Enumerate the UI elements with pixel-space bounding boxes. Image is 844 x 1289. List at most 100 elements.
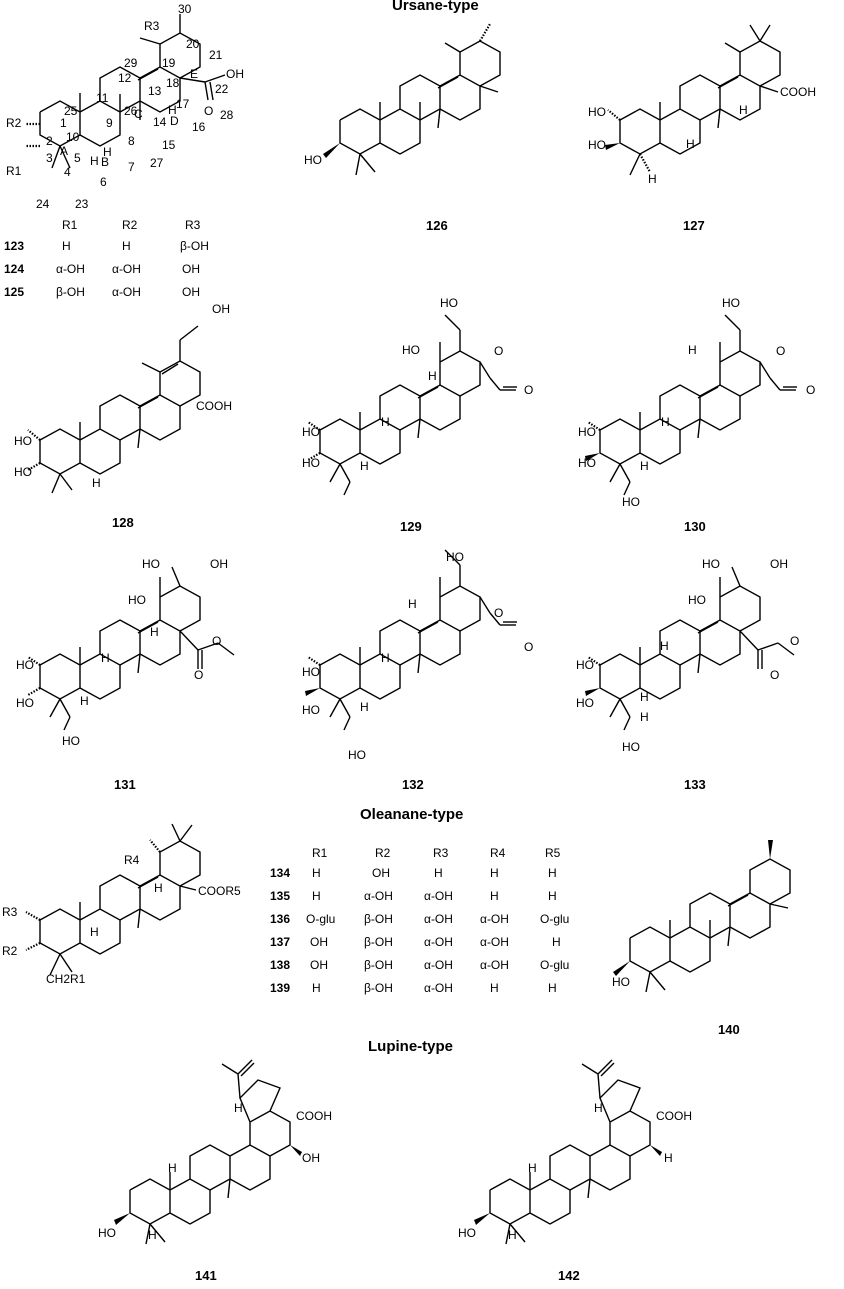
table-cell: H [552,935,561,949]
atom-number: 18 [166,76,180,90]
hydroxyl-label: HO [446,550,464,564]
carboxylic-acid-label: COOH [296,1109,332,1123]
table-cell: OH [182,285,200,299]
table-cell: OH [182,262,200,276]
carbonyl-oxygen-label: O [770,668,780,682]
hydrogen-label: H [640,690,649,704]
atom-number: 12 [118,71,132,85]
table-header: R1 [62,218,78,232]
table-cell: β-OH [364,912,393,926]
table-header: R1 [312,846,328,860]
atom-number: 6 [100,175,107,189]
atom-number: 24 [36,197,50,211]
atom-number: 29 [124,56,138,70]
carbonyl-oxygen-label: O [524,640,534,654]
compound-127-structure [605,24,781,176]
table-cell: O-glu [540,958,570,972]
atom-number: 27 [150,156,164,170]
table-cell: H [122,239,131,253]
table-cell: α-OH [480,935,509,949]
hydroxyl-label: HO [576,696,594,710]
compound-id-142: 142 [558,1268,580,1283]
compound-id-133: 133 [684,777,706,792]
oleanane-ch2r1-label: CH2R1 [46,972,86,986]
oleanane-substituent-table: R1 R2 R3 R4 R5 134 H OH H H H 135 H α-OH… [270,846,570,995]
atom-number: 23 [75,197,89,211]
compound-141-structure [114,1059,302,1245]
compound-id: 139 [270,981,291,995]
hydrogen-label: H [661,415,670,429]
table-cell: H [62,239,71,253]
hydroxyl-label: HO [622,495,640,509]
compound-id: 138 [270,958,291,972]
atom-number: 5 [74,151,81,165]
atom-number: 3 [46,151,53,165]
hydrogen-label: H [360,700,369,714]
hydrogen-label: H [90,154,99,168]
hydrogen-label: H [688,343,697,357]
hydroxyl-label: HO [302,425,320,439]
hydrogen-label: H [640,710,649,724]
hydroxyl-label: HO [98,1226,116,1240]
lactone-oxygen-label: O [776,344,786,358]
table-cell: OH [372,866,390,880]
hydrogen-label: H [640,459,649,473]
atom-number: 19 [162,56,176,70]
compound-130-structure [585,314,797,496]
hydrogen-label: H [154,881,163,895]
table-cell: β-OH [364,935,393,949]
table-header: R3 [185,218,201,232]
compound-id-141: 141 [195,1268,217,1283]
ring-letter: A [60,144,69,158]
oleanane-r2-label: R2 [2,944,18,958]
ring-letter: B [101,155,110,169]
hydroxyl-label: HO [702,557,720,571]
table-cell: β-OH [180,239,209,253]
ursane-substituent-table: R1 R2 R3 123 H H β-OH 124 α-OH α-OH OH 1… [0,0,260,300]
hydrogen-label: H [594,1101,603,1115]
hydroxyl-label: HO [612,975,630,989]
atom-number: 22 [215,82,229,96]
hydrogen-label: H [686,137,695,151]
table-cell: β-OH [364,981,393,995]
table-header: R3 [433,846,449,860]
table-header: R5 [545,846,561,860]
hydroxyl-label: HO [576,658,594,672]
compound-id-127: 127 [683,218,705,233]
hydrogen-label: H [739,103,748,117]
hydroxyl-label: HO [440,296,458,310]
compound-id: 136 [270,912,291,926]
table-cell: α-OH [480,958,509,972]
ester-oxygen-label: O [212,634,222,648]
hydroxyl-label: OH [302,1151,320,1165]
hydrogen-label: H [150,625,159,639]
compound-id-132: 132 [402,777,424,792]
table-header: R2 [122,218,138,232]
hydrogen-label: H [381,415,390,429]
hydroxyl-label: HO [688,593,706,607]
table-cell: OH [310,935,328,949]
compound-id: 123 [4,239,25,253]
compound-129-structure [307,314,517,496]
compound-132-structure [305,549,517,731]
compound-128-structure [27,325,201,494]
table-cell: α-OH [424,935,453,949]
atom-number: 30 [178,2,192,16]
lupine-type-heading: Lupine-type [368,1038,453,1055]
table-cell: α-OH [480,912,509,926]
hydroxyl-label: HO [348,748,366,762]
atom-number: 26 [124,104,138,118]
table-cell: α-OH [424,912,453,926]
table-header: R4 [490,846,506,860]
compound-id-128: 128 [112,515,134,530]
hydroxyl-label: OH [770,557,788,571]
hydroxyl-label: HO [14,465,32,479]
table-cell: α-OH [364,889,393,903]
hydroxyl-label: HO [142,557,160,571]
oleanane-coor5-label: COOR5 [198,884,241,898]
ursane-carbonyl-o-label: O [204,104,214,118]
carboxylic-acid-label: COOH [780,85,816,99]
table-cell: H [312,889,321,903]
hydroxyl-label: HO [722,296,740,310]
hydroxyl-label: HO [402,343,420,357]
